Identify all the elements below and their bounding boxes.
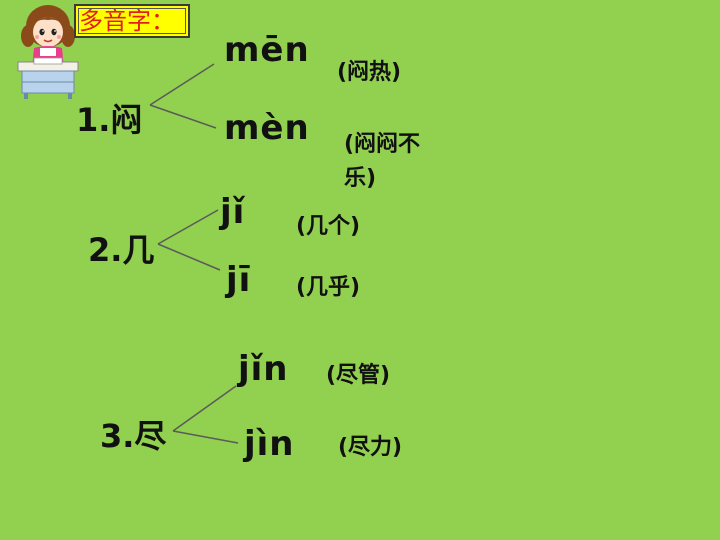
item-2-word-2: (几乎) (296, 275, 361, 300)
item-3-pinyin-2: jìn (244, 424, 295, 464)
item-1-word-2-line-2: 乐) (344, 166, 377, 191)
item-2-word-1: (几个) (296, 214, 361, 239)
item-3-word-1: (尽管) (326, 363, 391, 388)
item-1-word-1: (闷热) (337, 60, 402, 85)
item-1-word-2-line-1: (闷闷不 (344, 132, 421, 157)
item-1-pinyin-1: mēn (224, 30, 310, 70)
item-1-pinyin-2: mèn (224, 108, 310, 148)
item-1-word-2: (闷闷不 乐) (344, 128, 420, 196)
item-3-number: 3.尽 (100, 417, 167, 455)
item-2-number: 2.几 (88, 231, 155, 269)
item-2-pinyin-2: jī (226, 260, 252, 300)
item-3-word-2: (尽力) (338, 435, 403, 460)
section-title: 多音字： (74, 4, 190, 38)
item-3-pinyin-1: jǐn (238, 349, 289, 389)
item-1-number: 1.闷 (76, 101, 143, 139)
item-2-pinyin-1: jǐ (220, 192, 246, 232)
girl-at-desk-illustration (17, 5, 79, 99)
